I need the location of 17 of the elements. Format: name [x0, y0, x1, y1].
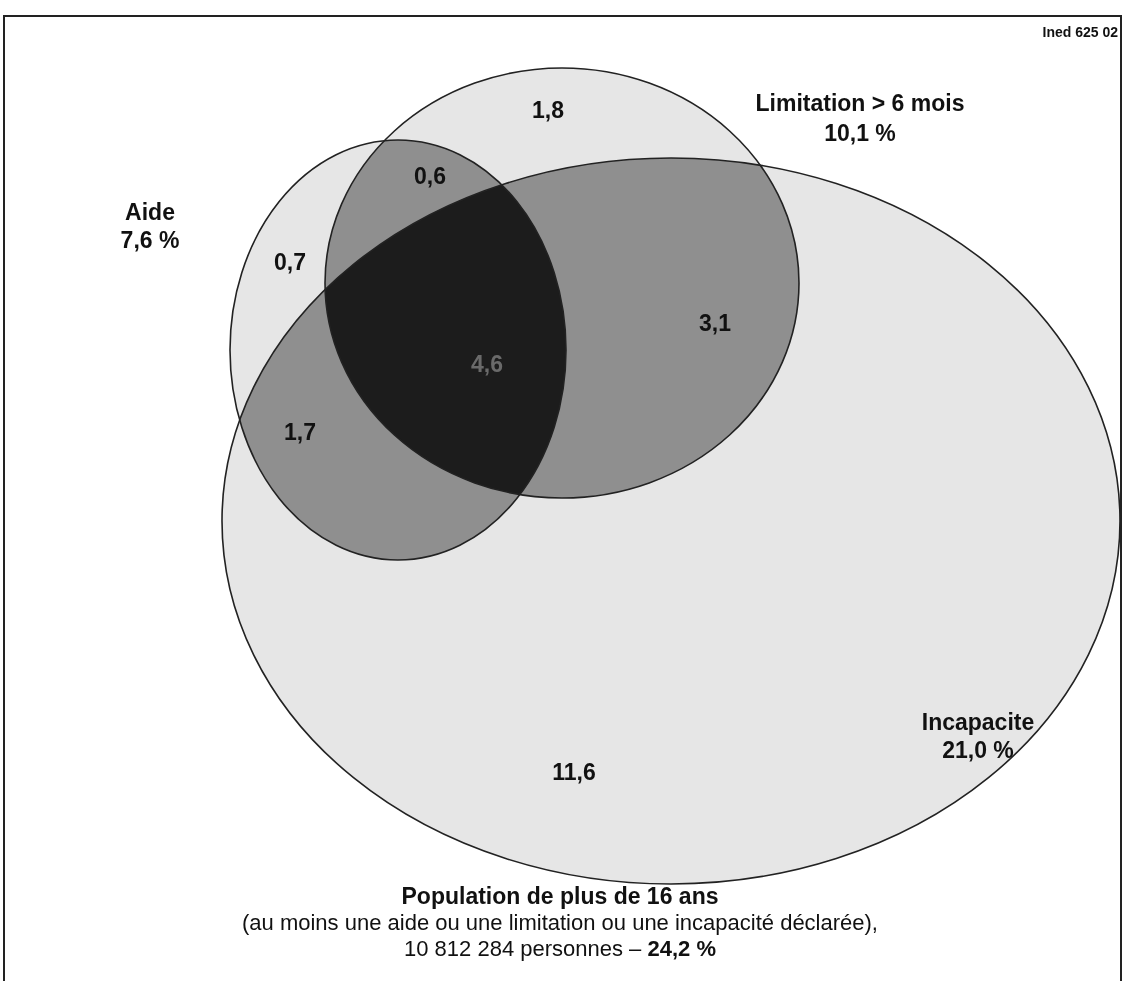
region-value: 0,6	[414, 162, 446, 190]
set-label: Incapacite	[921, 708, 1035, 736]
set-percent: 21,0 %	[942, 736, 1014, 764]
region-value: 0,7	[274, 248, 306, 276]
set-label: Limitation > 6 mois	[755, 89, 965, 117]
set-label: Aide	[125, 198, 175, 226]
figure-code: Ined 625 02	[1042, 24, 1118, 40]
caption-text: 10 812 284 personnes – 24,2 %	[404, 936, 716, 962]
region-value: 11,6	[552, 758, 596, 786]
region-value: 1,8	[532, 96, 564, 124]
set-percent: 10,1 %	[824, 119, 896, 147]
region-value: 3,1	[699, 309, 731, 337]
caption-text: (au moins une aide ou une limitation ou une incapacité déclarée),	[242, 910, 878, 936]
caption-heading: Population de plus de 16 ans	[401, 882, 719, 910]
set-percent: 7,6 %	[120, 226, 180, 254]
region-value: 1,7	[284, 418, 316, 446]
region-value: 4,6	[471, 350, 503, 378]
